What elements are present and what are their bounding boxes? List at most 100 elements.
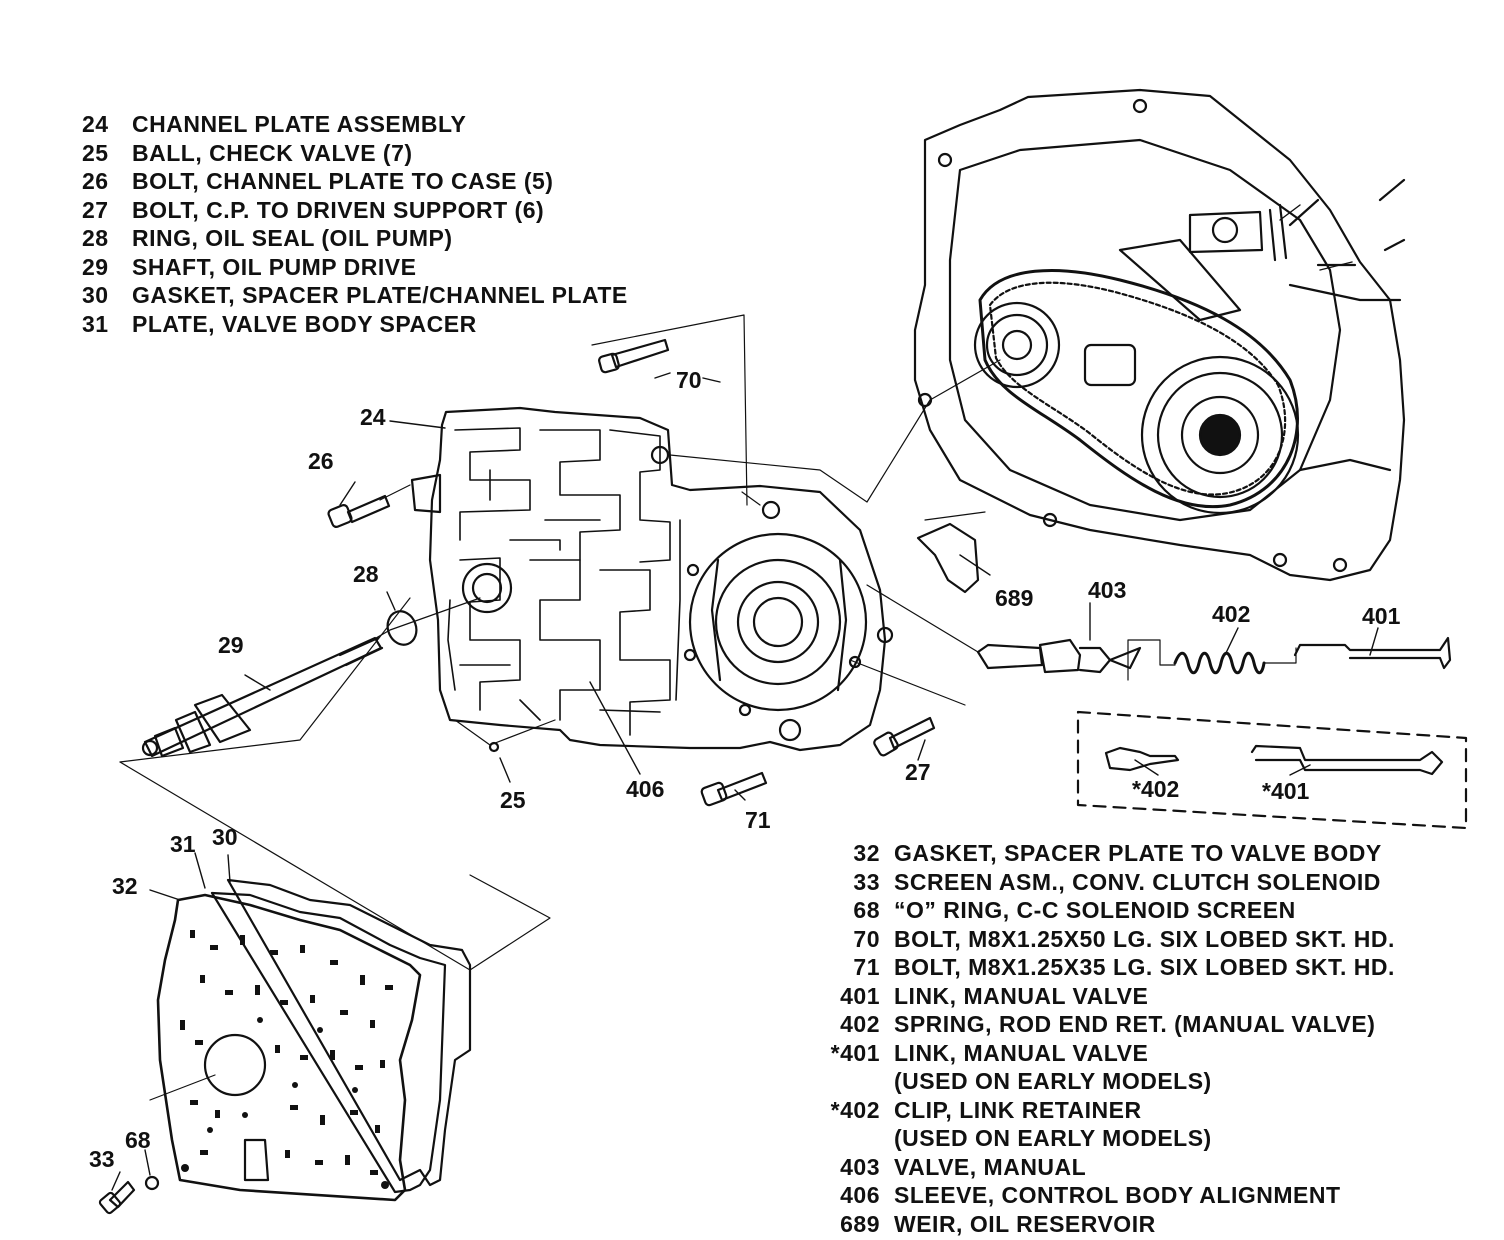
legend-entry: 30 GASKET, SPACER PLATE/CHANNEL PLATE	[82, 281, 628, 310]
callout-68: 68	[125, 1127, 151, 1153]
legend-part-description: LINK, MANUAL VALVE	[894, 1039, 1149, 1066]
oil-pump-shaft-illustration	[141, 636, 384, 758]
callout-26: 26	[308, 448, 334, 474]
oil-seal-ring	[386, 610, 418, 646]
legend-part-number: 71	[853, 954, 880, 980]
oil-reservoir-weir	[916, 522, 980, 594]
legend-part-number: 29	[82, 253, 109, 280]
early-clip-402	[1104, 746, 1180, 772]
legend-part-description: SCREEN ASM., CONV. CLUTCH SOLENOID	[894, 868, 1381, 895]
legend-part-description: BALL, CHECK VALVE (7)	[132, 139, 413, 166]
legend-entry: *402 CLIP, LINK RETAINER	[800, 1096, 1395, 1125]
legend-entry: 32 GASKET, SPACER PLATE TO VALVE BODY	[800, 839, 1395, 868]
legend-entry: 70 BOLT, M8X1.25X50 LG. SIX LOBED SKT. HD…	[800, 925, 1395, 954]
bolt-70	[598, 338, 670, 374]
legend-part-number: 28	[82, 225, 109, 251]
legend-part-description: SPRING, ROD END RET. (MANUAL VALVE)	[894, 1011, 1376, 1037]
legend-part-number: 26	[82, 168, 109, 194]
legend-entry: 29 SHAFT, OIL PUMP DRIVE	[82, 253, 628, 282]
legend-part-number: *402	[830, 1096, 880, 1123]
legend-part-number	[800, 1124, 894, 1153]
callout-402: 402	[1212, 601, 1250, 627]
legend-part-description: BOLT, M8X1.25X35 LG. SIX LOBED SKT. HD.	[894, 954, 1395, 980]
parts-legend-bottom: 32 GASKET, SPACER PLATE TO VALVE BODY 33 SC…	[800, 839, 1395, 1238]
callout-70: 70	[676, 367, 702, 393]
legend-entry: 68 “O” RING, C-C SOLENOID SCREEN	[800, 896, 1395, 925]
early-models-box	[1076, 710, 1468, 830]
callout-31: 31	[170, 831, 196, 857]
legend-part-description: VALVE, MANUAL	[894, 1153, 1087, 1180]
callout-401: 401	[1362, 603, 1401, 629]
legend-part-description: CHANNEL PLATE ASSEMBLY	[132, 111, 467, 137]
o-ring-68	[144, 1175, 160, 1191]
callout-24: 24	[360, 404, 386, 430]
callout-32: 32	[112, 873, 138, 899]
legend-part-number: *401	[830, 1039, 880, 1066]
callout-71: 71	[745, 807, 771, 833]
channel-plate-illustration	[410, 406, 894, 752]
legend-entry: *401 LINK, MANUAL VALVE	[800, 1039, 1395, 1068]
legend-part-description: WEIR, OIL RESERVOIR	[894, 1210, 1156, 1237]
legend-part-description: CLIP, LINK RETAINER	[894, 1096, 1142, 1123]
callout-27: 27	[905, 759, 931, 785]
legend-entry: (USED ON EARLY MODELS)	[800, 1067, 1395, 1096]
legend-part-description: SHAFT, OIL PUMP DRIVE	[132, 253, 417, 280]
legend-entry: (USED ON EARLY MODELS)	[800, 1124, 1395, 1153]
legend-entry: 28 RING, OIL SEAL (OIL PUMP)	[82, 224, 628, 253]
legend-part-number: 27	[82, 196, 109, 223]
legend-part-description: BOLT, C.P. TO DRIVEN SUPPORT (6)	[132, 196, 545, 223]
callout-29: 29	[218, 632, 244, 658]
legend-part-number	[800, 1067, 894, 1096]
spring-402	[1173, 651, 1266, 675]
manual-valve-link	[1293, 636, 1452, 670]
callout-406: 406	[626, 776, 664, 802]
legend-entry: 401 LINK, MANUAL VALVE	[800, 982, 1395, 1011]
legend-part-description: BOLT, CHANNEL PLATE TO CASE (5)	[132, 168, 554, 194]
legend-part-description: LINK, MANUAL VALVE	[894, 982, 1149, 1009]
legend-part-number: 24	[82, 111, 109, 137]
spacer-plate-gasket-stack	[156, 878, 472, 1202]
manual-valve-illustration	[976, 638, 1142, 674]
legend-part-description: PLATE, VALVE BODY SPACER	[132, 310, 477, 337]
legend-part-description: GASKET, SPACER PLATE TO VALVE BODY	[894, 840, 1382, 866]
leader-lines	[111, 204, 1379, 1191]
legend-part-number: 32	[853, 840, 880, 866]
projection-lines	[119, 314, 1297, 1101]
legend-part-number: 70	[853, 925, 880, 952]
legend-part-number: 689	[840, 1210, 880, 1237]
legend-part-number: 406	[840, 1182, 880, 1208]
legend-part-number: 30	[82, 282, 109, 308]
transmission-case-illustration	[913, 88, 1406, 582]
bolt-26	[327, 494, 391, 528]
legend-entry: 24 CHANNEL PLATE ASSEMBLY	[82, 110, 628, 139]
callout-25: 25	[500, 787, 526, 813]
callout-30: 30	[212, 824, 238, 850]
legend-part-description: RING, OIL SEAL (OIL PUMP)	[132, 225, 453, 251]
legend-part-number: 33	[853, 868, 880, 895]
bolt-71	[700, 771, 768, 807]
legend-entry: 33 SCREEN ASM., CONV. CLUTCH SOLENOID	[800, 868, 1395, 897]
legend-part-number: 401	[840, 982, 880, 1009]
early-link-401	[1250, 744, 1444, 776]
callout-401-early: *401	[1262, 778, 1310, 804]
bolt-27	[873, 716, 936, 757]
bolt-33	[98, 1180, 136, 1215]
callout-402-early: *402	[1132, 776, 1179, 802]
legend-entry: 403 VALVE, MANUAL	[800, 1153, 1395, 1182]
legend-entry: 406 SLEEVE, CONTROL BODY ALIGNMENT	[800, 1181, 1395, 1210]
legend-part-number: 68	[853, 897, 880, 923]
callout-28: 28	[353, 561, 379, 587]
legend-part-description: (USED ON EARLY MODELS)	[894, 1068, 1212, 1094]
legend-part-description: SLEEVE, CONTROL BODY ALIGNMENT	[894, 1182, 1341, 1208]
legend-part-description: “O” RING, C-C SOLENOID SCREEN	[894, 897, 1296, 923]
legend-part-description: GASKET, SPACER PLATE/CHANNEL PLATE	[132, 282, 628, 308]
legend-part-description: BOLT, M8X1.25X50 LG. SIX LOBED SKT. HD.	[894, 925, 1395, 952]
legend-entry: 689 WEIR, OIL RESERVOIR	[800, 1210, 1395, 1239]
legend-part-number: 403	[840, 1153, 880, 1180]
legend-entry: 71 BOLT, M8X1.25X35 LG. SIX LOBED SKT. HD…	[800, 953, 1395, 982]
